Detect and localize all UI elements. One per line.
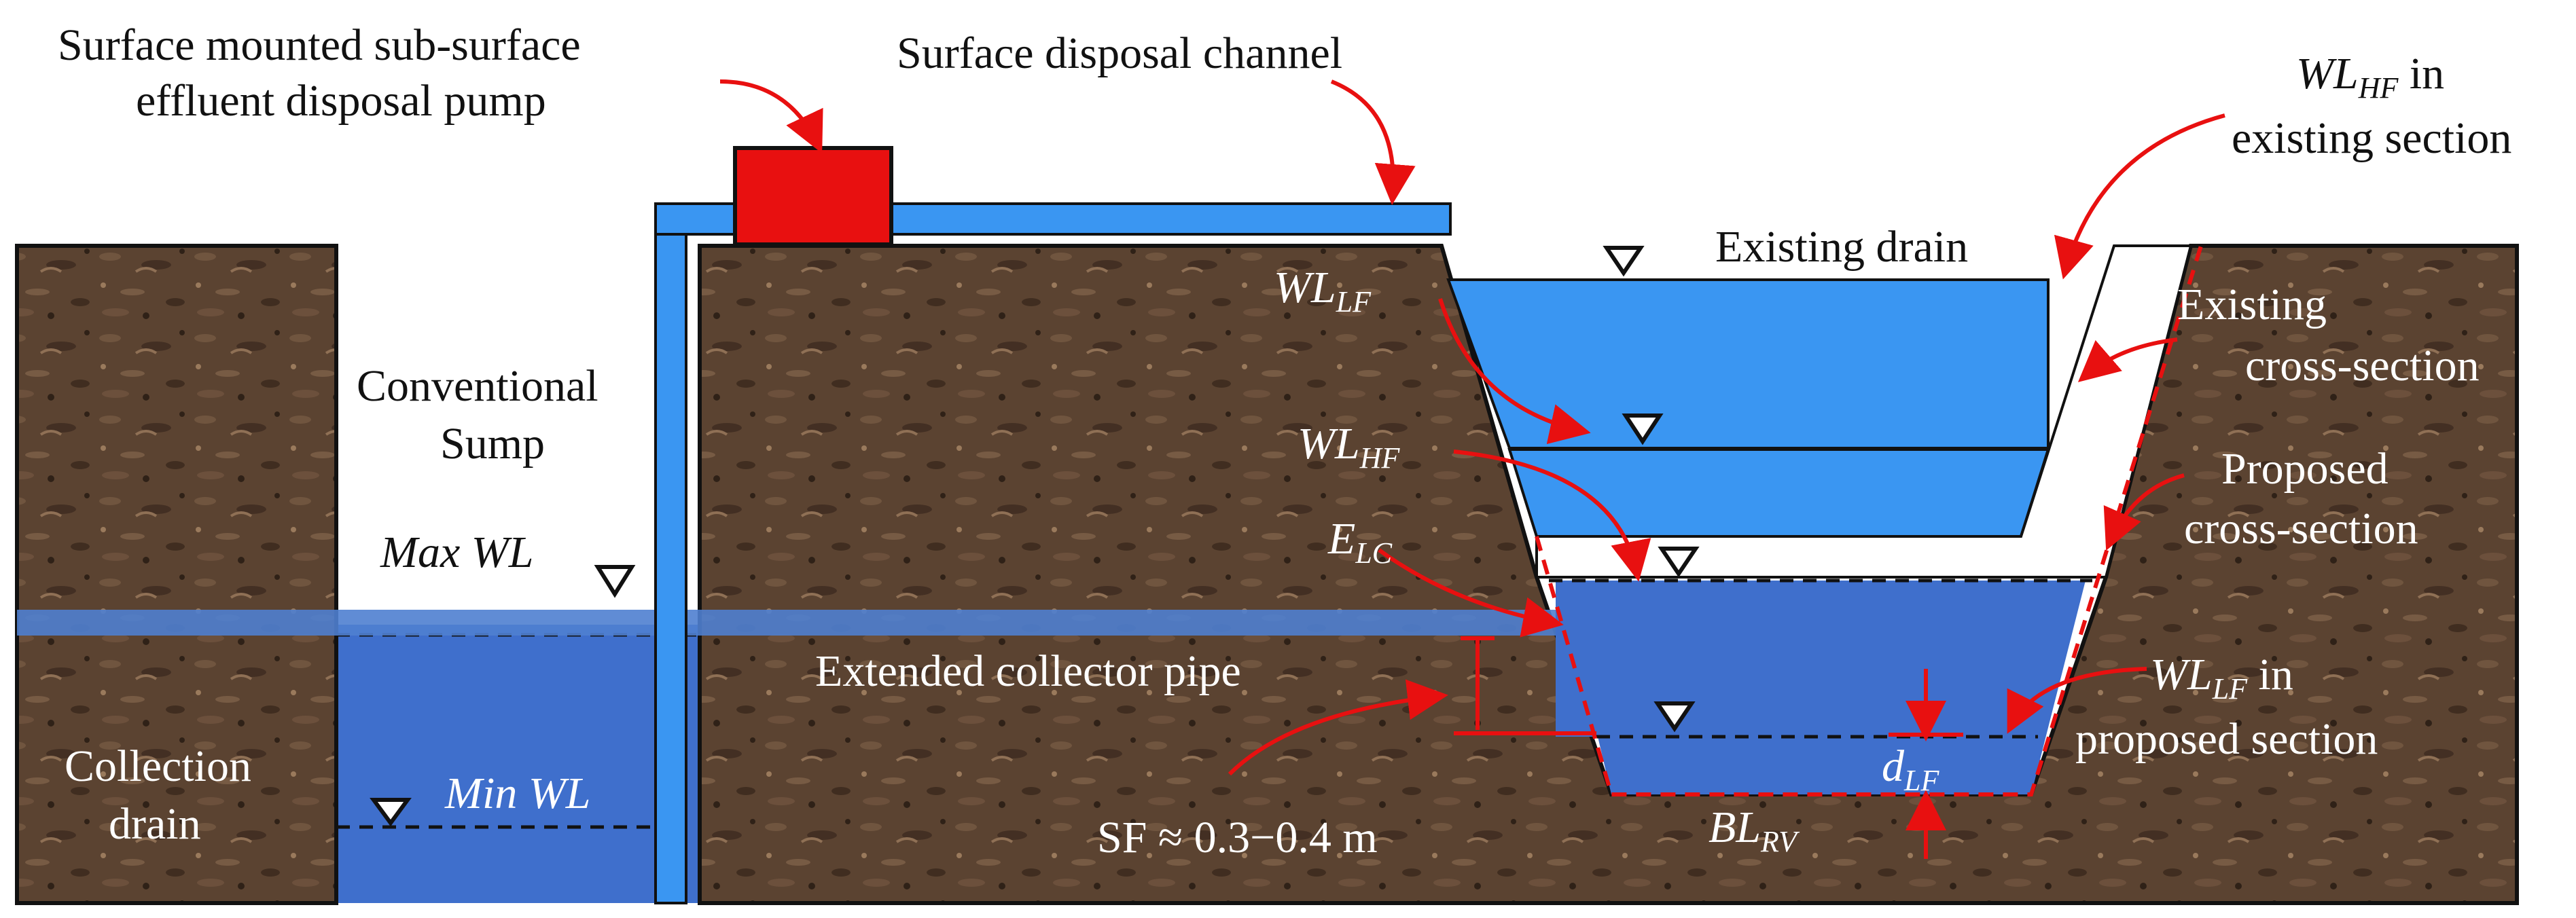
collection-drain-pipe bbox=[17, 610, 1559, 636]
existing-drain-water-lower bbox=[1507, 448, 2050, 538]
pump-arrow bbox=[719, 79, 823, 153]
channel-label: Surface disposal channel bbox=[897, 29, 1342, 78]
collector-pipe-arrow bbox=[1228, 679, 1448, 776]
conventional-sump-label-1: Conventional bbox=[357, 361, 598, 411]
wl-lf-arrow bbox=[1438, 298, 1591, 445]
existing-cross-section-label-2: cross-section bbox=[2245, 341, 2480, 390]
existing-drain bbox=[1446, 244, 2193, 579]
existing-cross-section-outline bbox=[1535, 244, 2193, 579]
collection-drain-label-2: drain bbox=[109, 799, 201, 849]
max-wl-triangle bbox=[594, 565, 636, 598]
wl-hf-existing-label: WLHF in bbox=[2296, 49, 2444, 105]
sf-label: SF ≈ 0.3−0.4 m bbox=[1097, 813, 1378, 862]
soil-left-block bbox=[15, 244, 338, 905]
wl-lf-label: WLLF bbox=[1274, 263, 1372, 318]
wl-lf-proposed-label: WLLF in bbox=[2150, 650, 2293, 705]
labels: Surface mounted sub-surface effluent dis… bbox=[58, 20, 2511, 862]
min-wl-triangle bbox=[370, 798, 412, 827]
wl-hf-existing-arrow bbox=[2054, 113, 2225, 280]
wl-hf-existing-label-line2: existing section bbox=[2232, 113, 2511, 163]
existing-drain-triangle bbox=[1603, 246, 1645, 277]
wl-hf-arrow bbox=[1453, 449, 1651, 582]
disposal-pump bbox=[733, 146, 893, 246]
annotation-arrows bbox=[719, 79, 2225, 859]
e-lc-arrow bbox=[1378, 548, 1564, 638]
proposed-drain-water bbox=[1556, 581, 2086, 794]
channel-arrow bbox=[1330, 79, 1416, 205]
min-wl-label: Min WL bbox=[444, 769, 591, 818]
d-lf-label: dLF bbox=[1882, 741, 1939, 797]
wl-lf-proposed-arrow bbox=[2007, 667, 2147, 734]
proposed-drain bbox=[1535, 245, 2203, 796]
max-wl-label: Max WL bbox=[380, 528, 533, 577]
soil-ground bbox=[15, 244, 2519, 905]
water-level-markers bbox=[370, 246, 1700, 827]
proposed-cross-section-arrow bbox=[2103, 473, 2185, 551]
existing-drain-label: Existing drain bbox=[1715, 222, 1968, 272]
existing-cross-section-arrow bbox=[2077, 337, 2178, 382]
wl-lf-existing-triangle bbox=[1622, 414, 1664, 445]
wl-lf-proposed-triangle bbox=[1653, 701, 1696, 733]
proposed-cross-section-red-dashed bbox=[1535, 245, 2203, 796]
collection-drain-label-1: Collection bbox=[65, 741, 251, 791]
wl-hf-label: WLHF bbox=[1298, 419, 1400, 475]
e-lc-label: ELC bbox=[1327, 514, 1393, 570]
extended-collector-pipe-label: Extended collector pipe bbox=[815, 646, 1241, 696]
pump-label-line2: effluent disposal pump bbox=[136, 76, 546, 126]
proposed-cross-section-label-1: Proposed bbox=[2221, 444, 2389, 494]
conventional-sump-label-2: Sump bbox=[440, 419, 545, 469]
existing-drain-water-upper bbox=[1446, 278, 2050, 449]
existing-cross-section-label-1: Existing bbox=[2177, 280, 2327, 329]
sump-water bbox=[336, 625, 700, 903]
conventional-sump bbox=[334, 246, 702, 903]
bl-rv-label: BLRV bbox=[1709, 803, 1800, 858]
pump-label-line1: Surface mounted sub-surface bbox=[58, 20, 581, 70]
proposed-cross-section-label-2: cross-section bbox=[2184, 504, 2418, 553]
wl-lf-proposed-label-line2: proposed section bbox=[2075, 714, 2378, 764]
wl-hf-proposed-triangle bbox=[1658, 547, 1700, 578]
